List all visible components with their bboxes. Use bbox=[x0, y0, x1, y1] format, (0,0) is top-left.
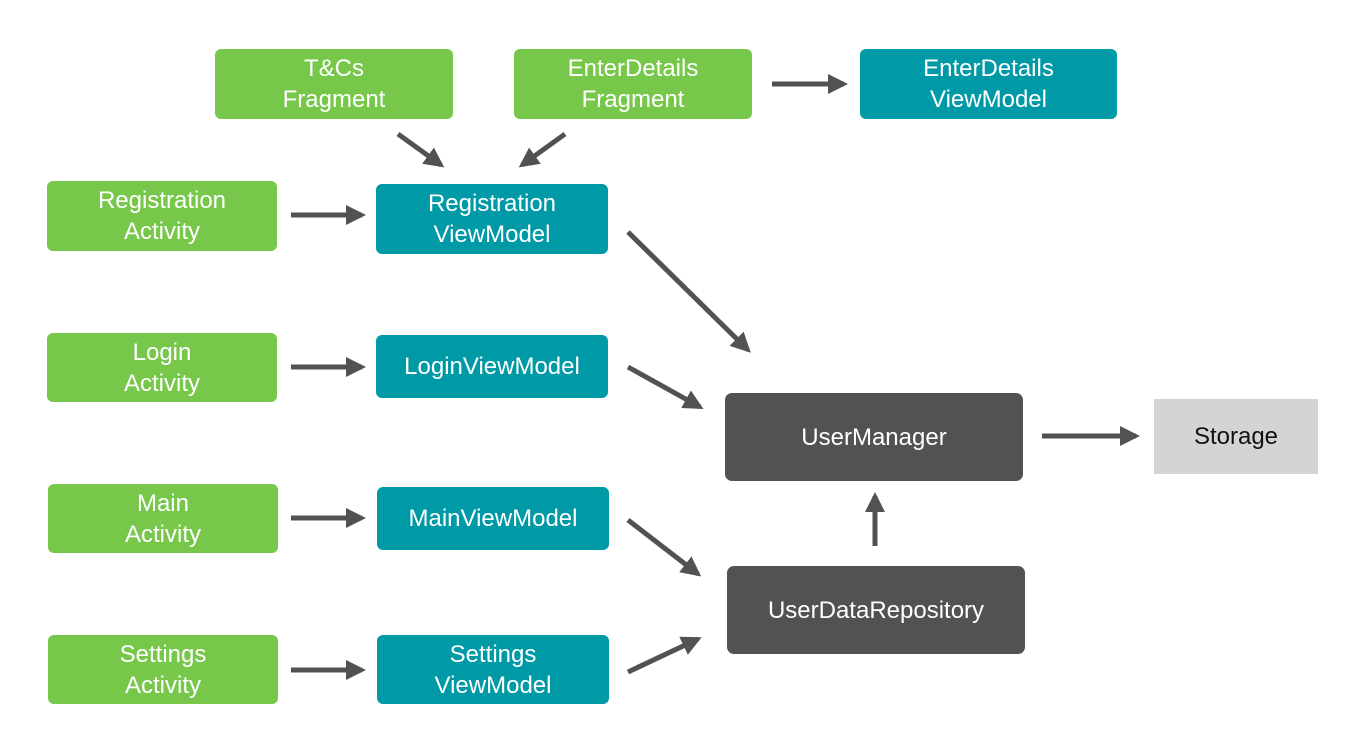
tcs-fragment-label: T&Cs Fragment bbox=[282, 55, 386, 113]
storage-node: Storage bbox=[1154, 399, 1318, 474]
main-activity-label: Main Activity bbox=[124, 489, 201, 548]
user-manager-node: UserManager bbox=[725, 393, 1023, 481]
login-activity-node: Login Activity bbox=[47, 333, 277, 402]
main-activity-node: Main Activity bbox=[48, 484, 278, 553]
arrow-registration-viewmodel-to-usermanager bbox=[626, 230, 751, 353]
arrow-login-viewmodel-to-usermanager bbox=[626, 364, 704, 410]
arrow-settings-viewmodel-to-userdatarepository bbox=[626, 636, 702, 675]
storage-label: Storage bbox=[1193, 423, 1279, 450]
enter-details-fragment-node: EnterDetails Fragment bbox=[514, 49, 752, 119]
registration-viewmodel-label: Registration ViewModel bbox=[427, 190, 557, 248]
enter-details-viewmodel-node: EnterDetails ViewModel bbox=[860, 49, 1117, 119]
settings-viewmodel-label: Settings ViewModel bbox=[434, 640, 552, 699]
arrow-tcs-to-registration-viewmodel bbox=[396, 131, 445, 168]
settings-activity-label: Settings Activity bbox=[119, 640, 207, 699]
main-viewmodel-node: MainViewModel bbox=[377, 487, 609, 550]
login-viewmodel-label: LoginViewModel bbox=[404, 353, 580, 380]
login-viewmodel-node: LoginViewModel bbox=[376, 335, 608, 398]
user-data-repository-label: UserDataRepository bbox=[767, 596, 985, 624]
user-data-repository-node: UserDataRepository bbox=[727, 566, 1025, 654]
arrow-main-viewmodel-to-userdatarepository bbox=[626, 518, 702, 577]
registration-activity-label: Registration Activity bbox=[97, 187, 227, 245]
arrow-enterdetails-fragment-to-registration-viewmodel bbox=[518, 131, 567, 168]
registration-viewmodel-node: Registration ViewModel bbox=[376, 184, 608, 254]
login-activity-label: Login Activity bbox=[123, 338, 200, 397]
enter-details-fragment-label: EnterDetails Fragment bbox=[567, 55, 699, 113]
user-manager-label: UserManager bbox=[801, 423, 947, 451]
tcs-fragment-node: T&Cs Fragment bbox=[215, 49, 453, 119]
main-viewmodel-label: MainViewModel bbox=[408, 505, 578, 532]
settings-activity-node: Settings Activity bbox=[48, 635, 278, 704]
registration-activity-node: Registration Activity bbox=[47, 181, 277, 251]
enter-details-viewmodel-label: EnterDetails ViewModel bbox=[923, 55, 1054, 113]
settings-viewmodel-node: Settings ViewModel bbox=[377, 635, 609, 704]
